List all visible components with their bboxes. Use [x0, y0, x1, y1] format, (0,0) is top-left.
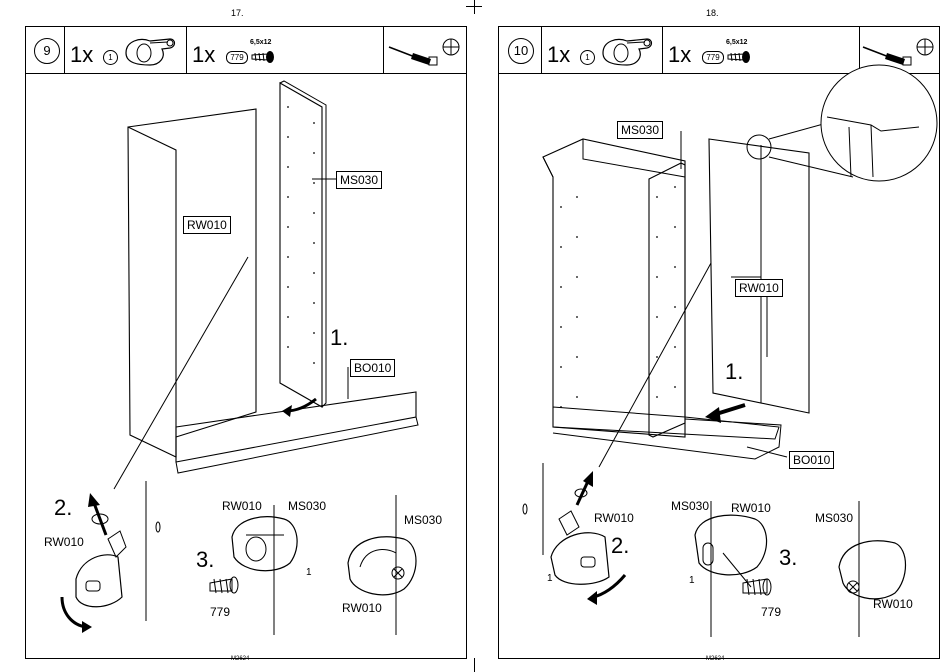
screw-number: 779: [210, 605, 230, 619]
substep-3: 3.: [196, 547, 214, 573]
part-label-ms030: MS030: [336, 171, 382, 189]
substep-1: 1.: [330, 325, 348, 351]
crop-mark: [466, 6, 482, 7]
fitting-number: 1: [689, 575, 695, 586]
page-number: 18.: [706, 8, 719, 18]
assembly-diagram: [26, 27, 468, 660]
detail-label-rw010: RW010: [44, 535, 84, 549]
instruction-frame: 10 1x 1 1x 779 6,5x12: [498, 26, 940, 659]
crop-mark: [474, 0, 475, 14]
part-label-rw010: RW010: [735, 279, 783, 297]
substep-2: 2.: [611, 533, 629, 559]
substep-3: 3.: [779, 545, 797, 571]
assembly-diagram: [499, 27, 941, 660]
part-label-bo010: BO010: [789, 451, 834, 469]
detail-label-rw010: RW010: [222, 499, 262, 513]
detail-label-ms030: MS030: [288, 499, 326, 513]
fitting-number: 1: [306, 567, 312, 578]
fitting-number: 1: [547, 573, 553, 584]
part-label-bo010: BO010: [350, 359, 395, 377]
detail-label-rw010: RW010: [873, 597, 913, 611]
crop-mark: [474, 658, 475, 672]
part-label-rw010: RW010: [183, 216, 231, 234]
detail-label-rw010: RW010: [594, 511, 634, 525]
page-number: 17.: [231, 8, 244, 18]
part-label-ms030: MS030: [617, 121, 663, 139]
detail-label-rw010: RW010: [342, 601, 382, 615]
substep-2: 2.: [54, 495, 72, 521]
detail-label-ms030: MS030: [404, 513, 442, 527]
detail-label-rw010: RW010: [731, 501, 771, 515]
instruction-frame: 9 1x 1 1x 779 6,5x12: [25, 26, 467, 659]
detail-label-ms030: MS030: [815, 511, 853, 525]
detail-label-ms030: MS030: [671, 499, 709, 513]
screw-number: 779: [761, 605, 781, 619]
substep-1: 1.: [725, 359, 743, 385]
